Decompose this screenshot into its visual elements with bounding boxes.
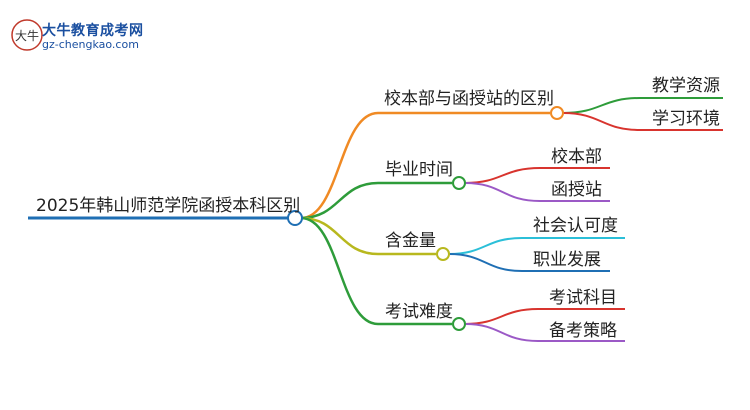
logo-mark-icon: 大牛	[11, 19, 43, 51]
leaf-label-social-recognition: 社会认可度	[533, 216, 618, 236]
branch-label-campus-vs-station: 校本部与函授站的区别	[384, 89, 554, 109]
branch-label-value: 含金量	[385, 231, 436, 251]
branch-node-circle	[452, 176, 466, 190]
leaf-label-learning-environment: 学习环境	[652, 109, 720, 129]
branch-connector	[300, 111, 379, 220]
leaf-label-station: 函授站	[551, 180, 602, 200]
leaf-connector	[448, 253, 523, 272]
leaf-connector	[562, 112, 641, 131]
logo-url: gz-chengkao.com	[42, 38, 139, 51]
branch-node-circle	[436, 247, 450, 261]
leaf-label-career-development: 职业发展	[533, 250, 601, 270]
root-node-circle	[287, 210, 303, 226]
branch-label-graduation-time: 毕业时间	[385, 160, 453, 180]
leaf-connector	[448, 237, 523, 255]
branch-node-circle	[452, 317, 466, 331]
leaf-connector	[464, 308, 539, 325]
branch-node-circle	[550, 106, 564, 120]
leaf-connector	[464, 323, 539, 342]
logo-title: 大牛教育成考网	[42, 23, 144, 39]
branch-connector	[300, 216, 379, 326]
leaf-connector	[562, 97, 641, 114]
root-node-label: 2025年韩山师范学院函授本科区别	[36, 196, 301, 216]
leaf-label-exam-subjects: 考试科目	[549, 288, 617, 308]
branch-connector	[300, 181, 379, 220]
svg-text:大牛: 大牛	[15, 28, 39, 43]
leaf-connector	[464, 182, 541, 202]
branch-connector	[300, 216, 379, 256]
site-logo[interactable]: 大牛	[10, 14, 160, 54]
leaf-label-campus: 校本部	[551, 147, 602, 167]
leaf-label-teaching-resources: 教学资源	[652, 76, 720, 96]
leaf-label-prep-strategy: 备考策略	[549, 321, 617, 341]
branch-label-exam-difficulty: 考试难度	[385, 302, 453, 322]
leaf-connector	[464, 167, 541, 184]
